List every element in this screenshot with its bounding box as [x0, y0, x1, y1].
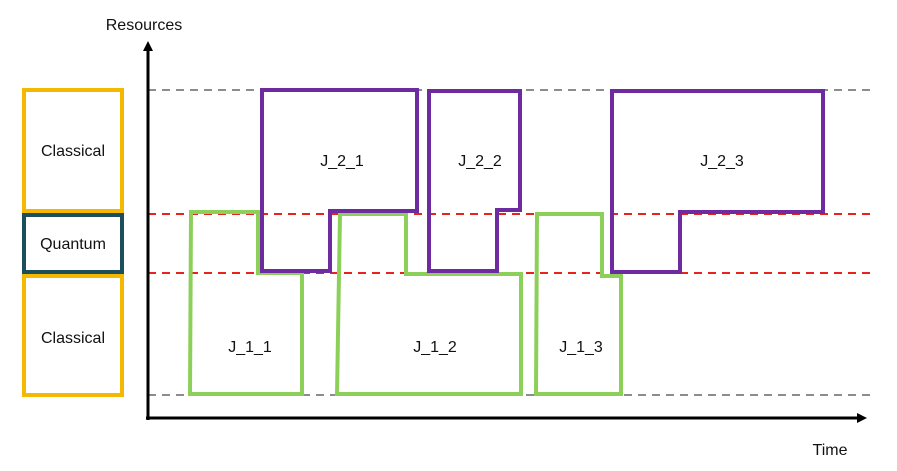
job-j-2-1-label: J_2_1 [320, 153, 364, 170]
job-j-2-2-label: J_2_2 [458, 153, 502, 170]
job-j-2-3-label: J_2_3 [700, 153, 744, 170]
job-j-1-1-shape [187, 210, 304, 396]
job-j-1-1: J_1_1 [187, 210, 304, 396]
band-classical-top-box [22, 88, 124, 213]
job-j-1-3-label: J_1_3 [559, 339, 603, 356]
job-j-2-2-shape [427, 89, 522, 273]
band-quantum-label: Quantum [40, 236, 106, 253]
band-classical-bottom: Classical [22, 274, 124, 397]
band-classical-bottom-box [22, 274, 124, 397]
job-j-2-3: J_2_3 [610, 89, 825, 274]
job-j-1-2-label: J_1_2 [413, 339, 457, 356]
band-classical-bottom-label: Classical [41, 330, 105, 347]
job-j-2-1: J_2_1 [260, 88, 419, 273]
job-j-1-3-shape [533, 212, 623, 396]
y-axis-label: Resources [106, 17, 182, 34]
job-j-2-3-shape [610, 89, 825, 274]
job-j-1-1-label: J_1_1 [228, 339, 272, 356]
x-axis-label: Time [813, 442, 848, 459]
band-classical-top: Classical [22, 88, 124, 213]
band-quantum-box [22, 213, 124, 274]
band-quantum: Quantum [22, 213, 124, 274]
band-classical-top-label: Classical [41, 143, 105, 160]
job-j-2-1-shape [260, 88, 419, 273]
job-j-1-3: J_1_3 [533, 212, 623, 396]
job-j-2-2: J_2_2 [427, 89, 522, 273]
job-j-1-2-shape [334, 212, 523, 396]
job-j-1-2: J_1_2 [334, 212, 523, 396]
